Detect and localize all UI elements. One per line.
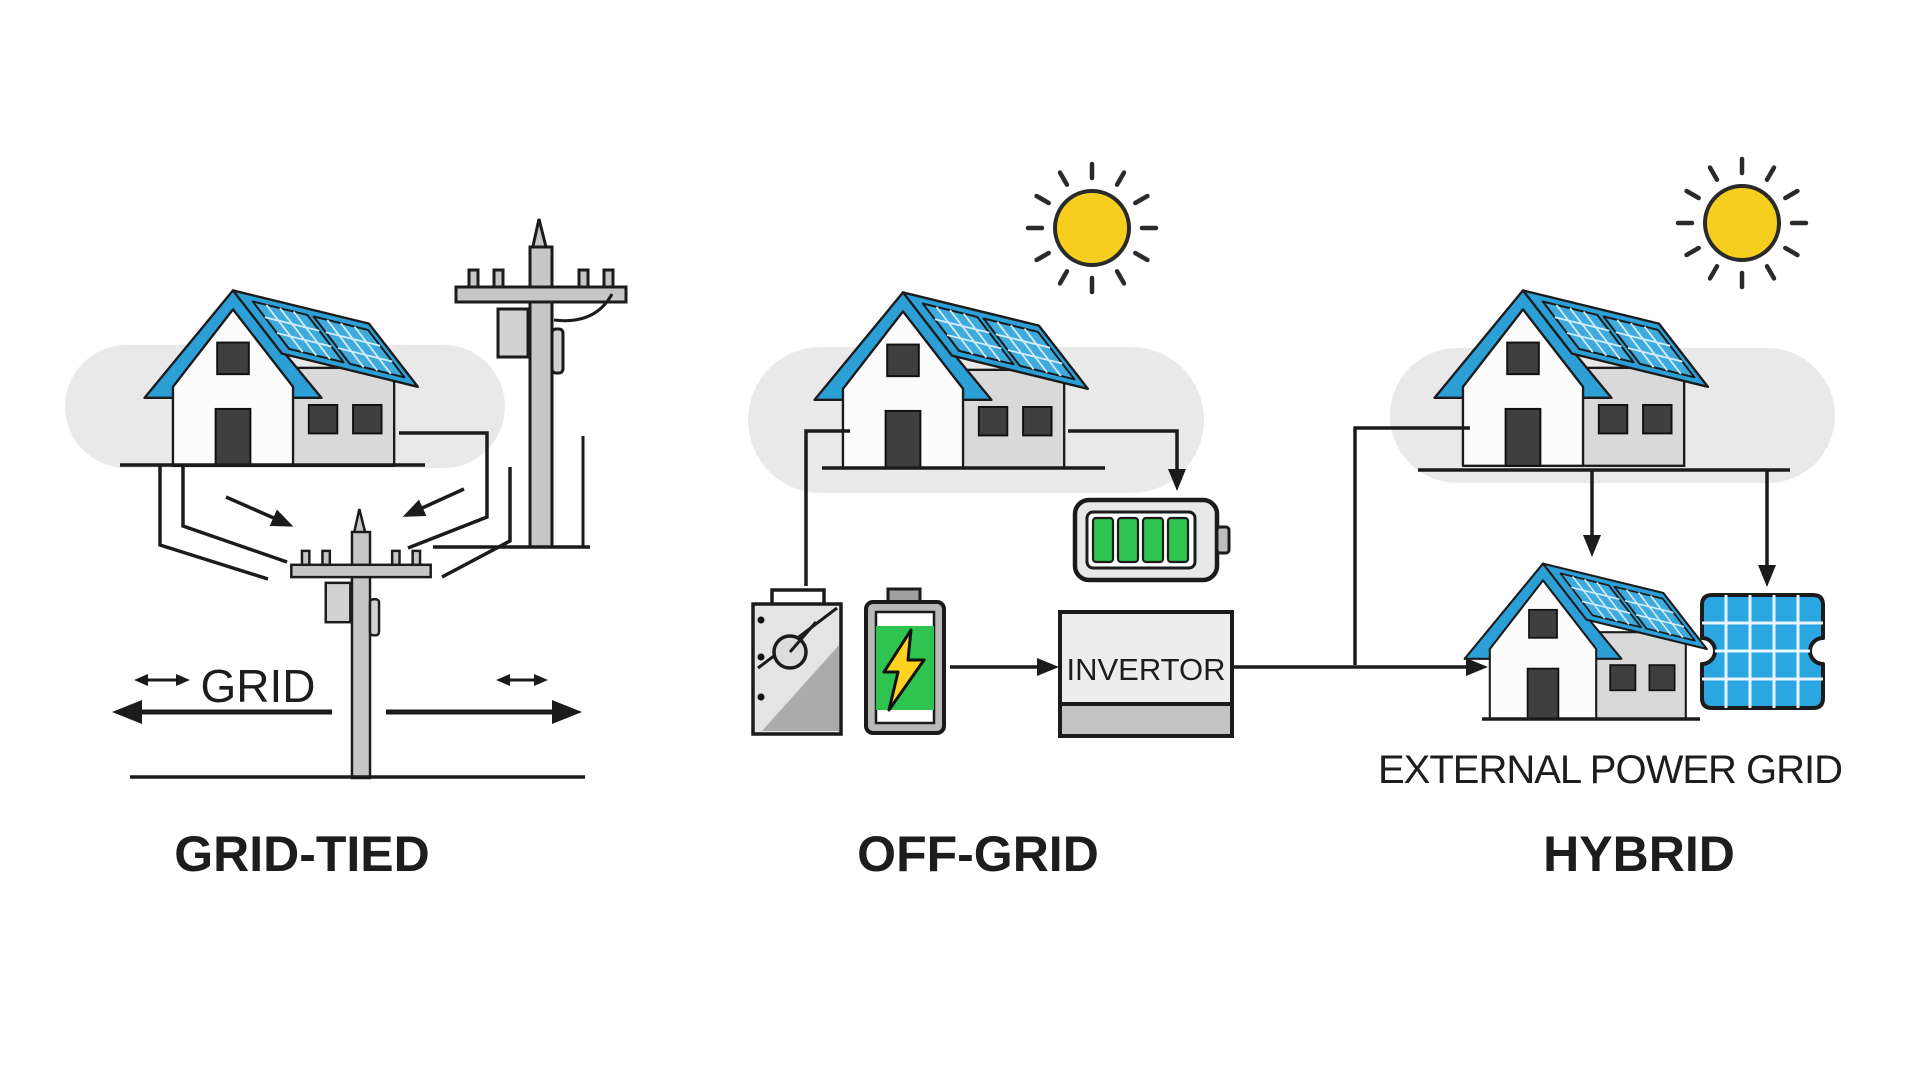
- grid-tied-panel: GRID GRID-TIED: [112, 217, 628, 882]
- grid-tied-title: GRID-TIED: [174, 826, 430, 882]
- inverter-icon: INVERTOR: [1058, 610, 1234, 738]
- grid-label: GRID: [201, 660, 316, 712]
- hybrid-title: HYBRID: [1543, 826, 1735, 882]
- grid-tied-house-icon: [143, 289, 420, 467]
- wire-channels: [158, 431, 512, 581]
- off-grid-title: OFF-GRID: [857, 826, 1099, 882]
- battery-icon: [864, 587, 946, 735]
- power-grid-tile-icon: [1700, 593, 1825, 710]
- distribution-pole-icon: [290, 507, 432, 780]
- wire-to-controller: [804, 429, 850, 586]
- inverter-label: INVERTOR: [1066, 652, 1225, 687]
- hybrid-house-icon: [1433, 289, 1710, 467]
- external-grid-label: EXTERNAL POWER GRID: [1378, 748, 1842, 792]
- sun-icon: [1028, 164, 1156, 292]
- flow-arrow-export: [225, 495, 294, 527]
- sun-icon: [1678, 159, 1806, 287]
- flow-arrow-import: [402, 487, 465, 517]
- charge-controller-icon: [751, 588, 843, 736]
- off-grid-panel: INVERTOR OFF-GRID: [751, 164, 1488, 882]
- wire-house-to-bus: [1353, 426, 1470, 665]
- off-grid-house-icon: [813, 291, 1090, 469]
- battery-bank-icon: [1072, 497, 1231, 583]
- pole-wire: [553, 293, 614, 323]
- hybrid-panel: EXTERNAL POWER GRID HYBRID: [1353, 159, 1843, 882]
- wire-to-battery-bank: [1068, 429, 1186, 491]
- small-house-icon: [1463, 562, 1708, 721]
